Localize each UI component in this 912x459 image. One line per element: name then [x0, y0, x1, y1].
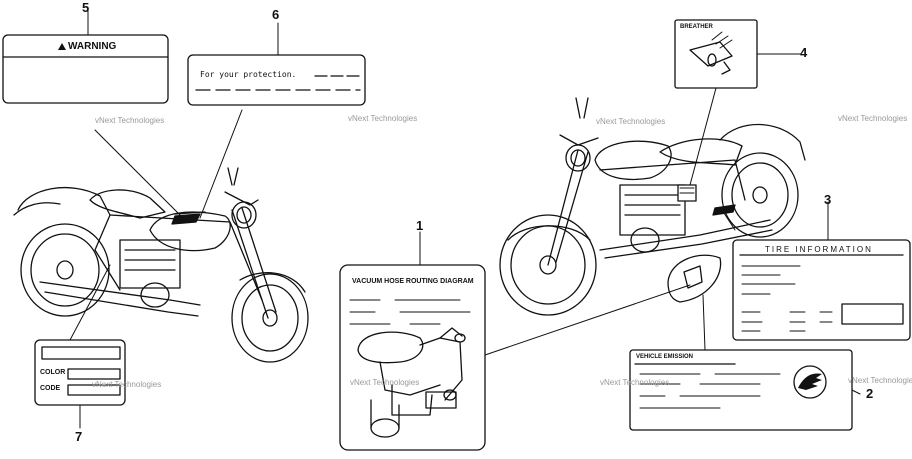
watermark: vNext Technologies [92, 380, 162, 389]
label-protection [187, 54, 366, 106]
right-motorcycle [499, 97, 806, 316]
watermark: vNext Technologies [596, 117, 666, 126]
callout-1: 1 [416, 218, 424, 233]
vehicle-emission-text: VEHICLE EMISSION [636, 354, 694, 360]
tire-information-text: TIRE INFORMATION [765, 245, 873, 254]
watermark: vNext Technologies [348, 114, 418, 123]
label-vehicle-emission [629, 349, 853, 431]
warning-text: WARNING [68, 41, 117, 52]
label-breather [674, 19, 758, 89]
leader-lines [69, 9, 861, 429]
watermark: vNext Technologies [848, 376, 912, 385]
callout-3: 3 [824, 192, 832, 207]
callout-2: 2 [866, 386, 874, 401]
callout-7: 7 [75, 429, 83, 444]
callout-5: 5 [82, 0, 90, 15]
label-tire-information [732, 239, 911, 341]
watermark: vNext Technologies [600, 378, 670, 387]
label-warning [2, 34, 169, 104]
callout-6: 6 [272, 7, 280, 22]
callout-4: 4 [800, 45, 808, 60]
watermark: vNext Technologies [838, 114, 908, 123]
breather-text: BREATHER [680, 24, 713, 30]
watermark: vNext Technologies [350, 378, 420, 387]
color-text: COLOR [40, 369, 66, 376]
label-vacuum-hose [339, 264, 486, 451]
protection-text: For your protection. [200, 70, 297, 79]
watermark: vNext Technologies [95, 116, 165, 125]
vacuum-hose-text: VACUUM HOSE ROUTING DIAGRAM [352, 278, 474, 285]
left-motorcycle [13, 167, 309, 363]
emblem-sticker [667, 254, 722, 303]
code-text: CODE [40, 385, 61, 392]
